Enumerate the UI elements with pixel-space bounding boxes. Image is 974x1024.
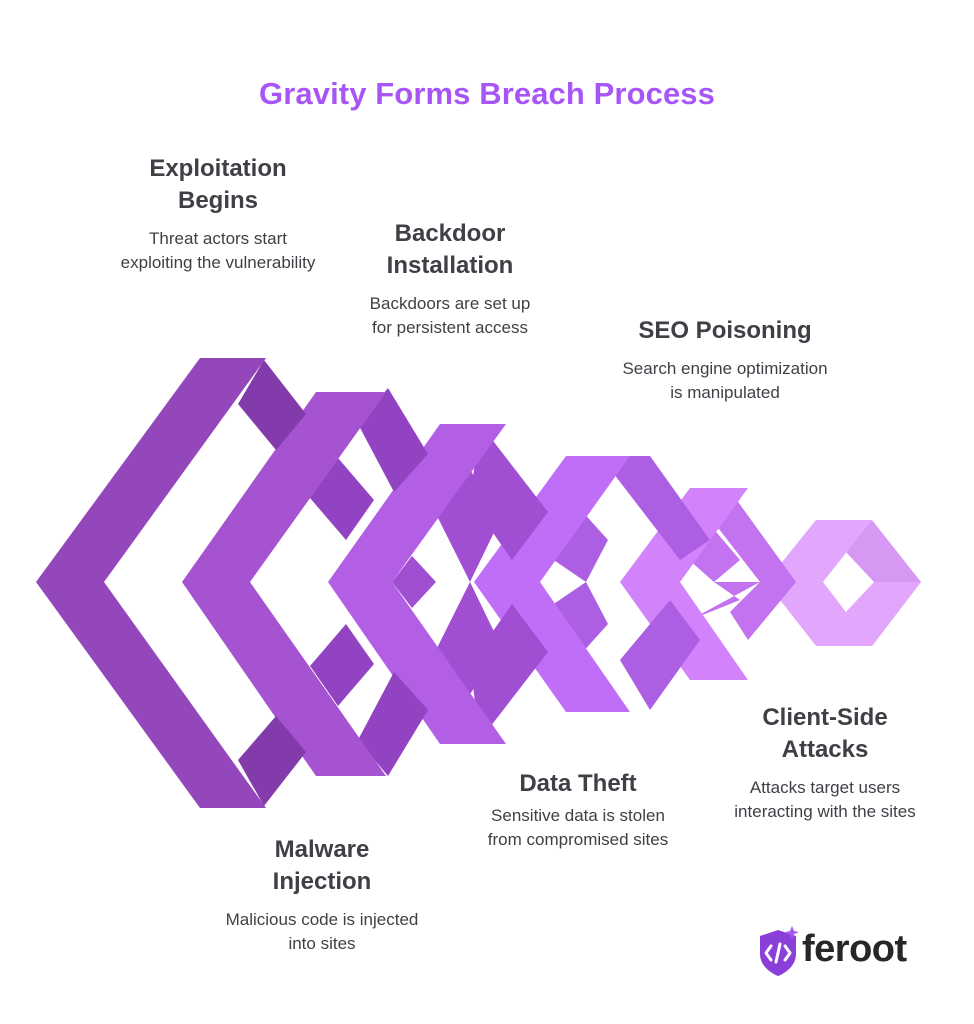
stage-1-top-arm bbox=[36, 358, 266, 582]
stage-2-shade bbox=[358, 388, 428, 492]
stage-2-shade bbox=[310, 458, 374, 540]
stage-4-shade bbox=[536, 582, 608, 664]
step-5-description: Search engine optimization is manipulate… bbox=[622, 359, 828, 402]
step-3-description: Backdoors are set up for persistent acce… bbox=[369, 294, 531, 337]
page-title: Gravity Forms Breach Process bbox=[259, 76, 715, 111]
step-5-label: SEO Poisoning Search engine optimization… bbox=[620, 315, 830, 405]
step-1-title: Exploitation Begins bbox=[149, 155, 287, 214]
stage-6-bottom-arm bbox=[766, 582, 872, 646]
stage-2-top-arm bbox=[182, 392, 386, 582]
stage-2-shade bbox=[358, 672, 428, 776]
step-2-label: Malware Injection Malicious code is inje… bbox=[222, 834, 422, 956]
stage-6-top-arm bbox=[766, 520, 872, 582]
stage-3-shade bbox=[392, 556, 436, 608]
feroot-logo: feroot bbox=[756, 926, 907, 982]
stage-6-shade bbox=[844, 520, 921, 582]
logo-text: feroot bbox=[802, 928, 907, 970]
stage-3-chevron bbox=[328, 424, 548, 744]
step-4-label: Data Theft Sensitive data is stolen from… bbox=[478, 768, 678, 852]
stage-5-shade bbox=[690, 582, 760, 620]
step-3-title: Backdoor Installation bbox=[386, 220, 514, 279]
stage-3-shade bbox=[470, 604, 548, 740]
stage-3-top-arm bbox=[328, 424, 506, 582]
shield-code-icon bbox=[760, 926, 799, 976]
step-4-title: Data Theft bbox=[519, 770, 637, 797]
step-4-description: Sensitive data is stolen from compromise… bbox=[487, 806, 669, 849]
step-6-description: Attacks target users interacting with th… bbox=[734, 778, 916, 821]
step-6-label: Client-Side Attacks Attacks target users… bbox=[716, 702, 934, 824]
step-3-label: Backdoor Installation Backdoors are set … bbox=[358, 218, 542, 340]
stage-1-bottom-arm bbox=[36, 582, 266, 808]
stage-5-shade bbox=[730, 582, 796, 640]
stage-2-bottom-arm bbox=[182, 582, 386, 776]
step-2-description: Malicious code is injected into sites bbox=[225, 910, 419, 953]
stage-1-shade bbox=[238, 716, 306, 806]
stage-1-shade bbox=[238, 360, 306, 450]
stage-4-shade bbox=[620, 600, 700, 710]
step-6-title: Client-Side Attacks bbox=[762, 704, 888, 763]
step-5-title: SEO Poisoning bbox=[638, 317, 812, 344]
stage-6-right bbox=[844, 582, 921, 646]
step-2-title: Malware Injection bbox=[272, 836, 372, 895]
stage-2-shade bbox=[310, 624, 374, 706]
stage-6-chevron bbox=[766, 520, 921, 646]
stage-4-shade bbox=[536, 500, 608, 582]
stage-5-shade bbox=[712, 488, 796, 582]
step-1-label: Exploitation Begins Threat actors start … bbox=[118, 153, 318, 275]
step-1-description: Threat actors start exploiting the vulne… bbox=[120, 229, 316, 272]
stage-1-chevron bbox=[36, 358, 306, 808]
stage-2-chevron bbox=[182, 388, 428, 776]
stage-4-shade bbox=[600, 456, 710, 560]
stage-3-bottom-arm bbox=[328, 582, 506, 744]
